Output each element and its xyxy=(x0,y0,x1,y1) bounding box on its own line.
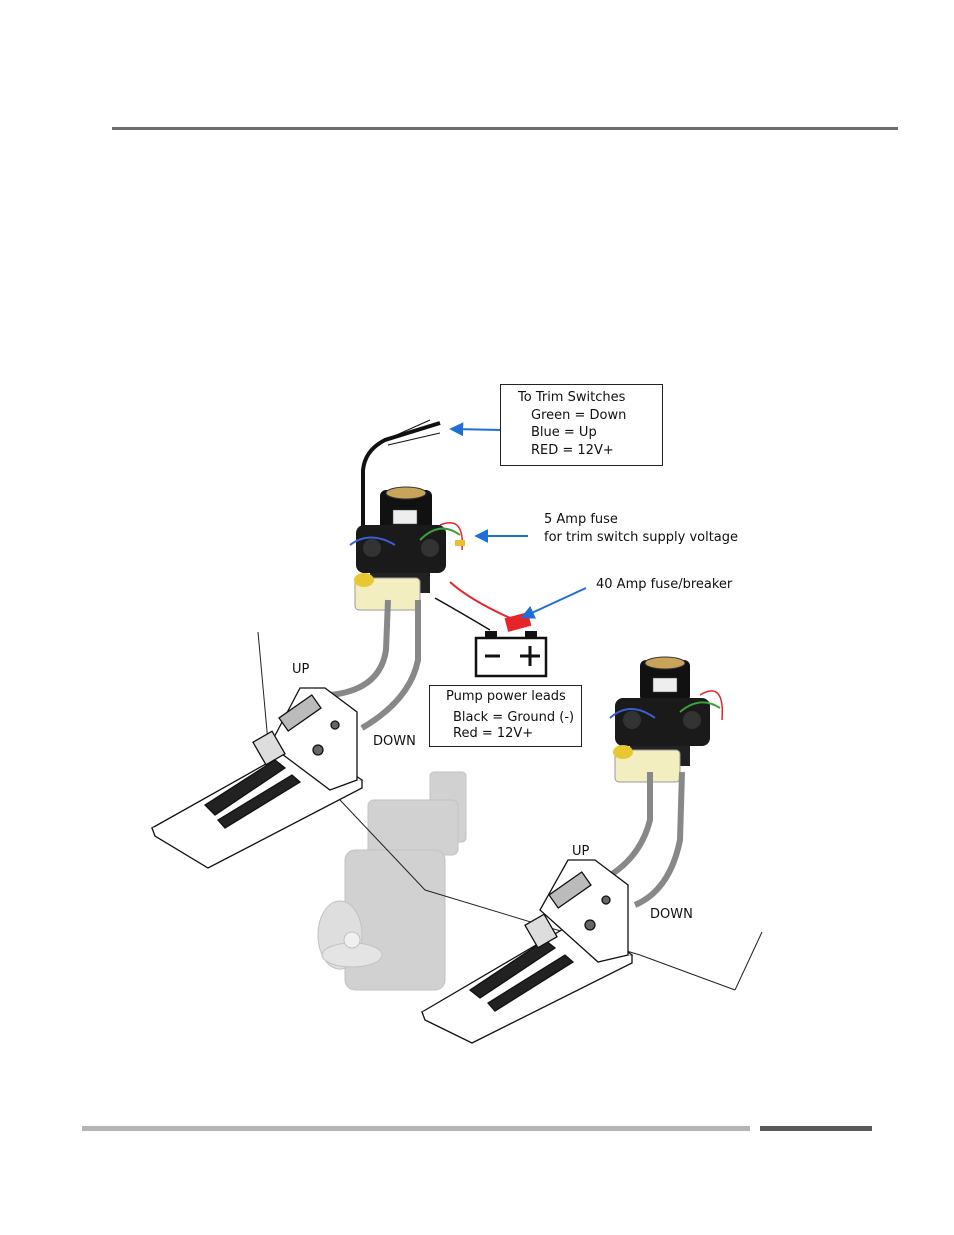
pump-power-leads xyxy=(435,582,531,632)
pump-legend-black: Black = Ground (-) xyxy=(430,710,581,726)
right-up-label: UP xyxy=(572,843,589,860)
left-down-label: DOWN xyxy=(373,733,416,750)
outboard-drive-image xyxy=(318,772,466,990)
left-trim-tab xyxy=(152,688,362,868)
left-up-label: UP xyxy=(292,661,309,678)
right-trim-tab xyxy=(422,860,632,1043)
trim-legend-title: To Trim Switches xyxy=(501,389,662,407)
trim-switch-arrow xyxy=(452,429,502,430)
footer-rule-dark xyxy=(760,1126,872,1131)
footer-rule-light xyxy=(82,1126,750,1131)
pump-legend-red: Red = 12V+ xyxy=(430,726,581,742)
fuse5-label-line1: 5 Amp fuse xyxy=(544,511,618,528)
right-down-label: DOWN xyxy=(650,906,693,923)
battery-icon xyxy=(476,631,546,676)
fuse5-label-line2: for trim switch supply voltage xyxy=(544,529,738,546)
40amp-fuse-arrow xyxy=(523,588,586,617)
pump-power-legend: Pump power leads Black = Ground (-) Red … xyxy=(429,685,582,747)
right-pump-unit xyxy=(602,657,722,905)
trim-legend-blue: Blue = Up xyxy=(501,424,662,442)
trim-switch-legend: To Trim Switches Green = Down Blue = Up … xyxy=(500,384,663,466)
trim-legend-green: Green = Down xyxy=(501,407,662,425)
fuse40-label: 40 Amp fuse/breaker xyxy=(596,576,732,593)
trim-legend-red: RED = 12V+ xyxy=(501,442,662,460)
pump-legend-title: Pump power leads xyxy=(430,688,581,706)
